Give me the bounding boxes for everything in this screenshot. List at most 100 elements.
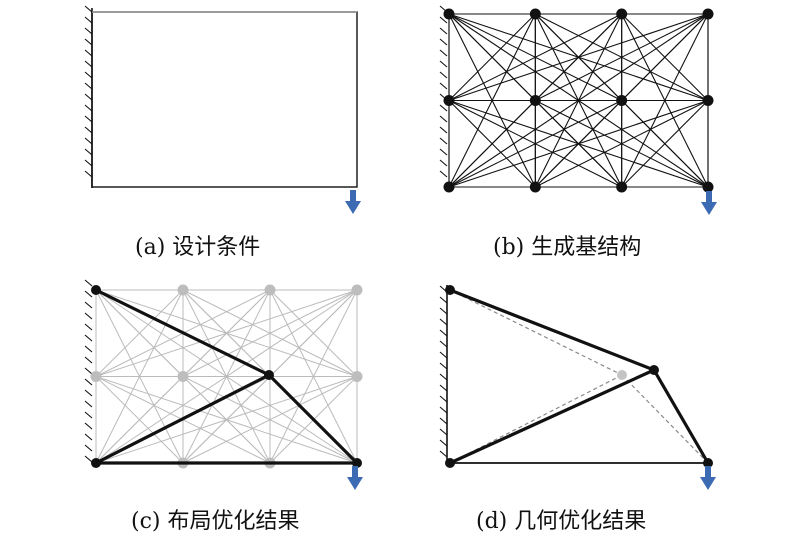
hatch-mark bbox=[439, 329, 448, 337]
design-domain bbox=[91, 11, 358, 188]
wall-hatch-marks bbox=[84, 279, 93, 463]
previous-member bbox=[449, 374, 623, 464]
truss-node bbox=[91, 285, 101, 295]
hatch-mark bbox=[439, 148, 448, 156]
hatch-mark bbox=[439, 439, 448, 447]
caption-panel-d: (d) 几何优化结果 bbox=[476, 509, 647, 534]
hatch-mark bbox=[84, 400, 93, 408]
load-arrow-icon bbox=[700, 466, 716, 490]
truss-member bbox=[652, 368, 710, 465]
hatch-mark bbox=[439, 170, 448, 178]
hatch-mark bbox=[84, 104, 93, 112]
hatch-mark bbox=[439, 362, 448, 370]
ground-member bbox=[448, 13, 709, 102]
arrow-shaft bbox=[706, 191, 712, 203]
ground-member bbox=[95, 289, 358, 377]
hatch-mark bbox=[84, 93, 93, 101]
hatch-mark bbox=[439, 340, 448, 348]
hatch-mark bbox=[439, 417, 448, 425]
ground-node bbox=[351, 371, 363, 382]
arrow-head bbox=[347, 477, 363, 490]
ground-node bbox=[443, 8, 455, 20]
panel-a-design-conditions bbox=[84, 5, 361, 214]
hatch-mark bbox=[84, 126, 93, 134]
arrow-head bbox=[345, 201, 361, 214]
optimized-truss-nodes bbox=[91, 285, 362, 468]
ground-node bbox=[702, 181, 714, 193]
hatch-mark bbox=[439, 428, 448, 436]
ground-structure-nodes bbox=[443, 8, 714, 193]
truss-node bbox=[91, 458, 101, 468]
ground-member bbox=[448, 99, 709, 188]
hatch-mark bbox=[84, 411, 93, 419]
ground-node bbox=[616, 95, 628, 106]
load-arrow-icon bbox=[347, 466, 363, 490]
arrow-head bbox=[701, 202, 717, 215]
hatch-mark bbox=[84, 367, 93, 375]
truss-node bbox=[445, 285, 455, 295]
ground-member bbox=[448, 13, 622, 101]
ground-member bbox=[448, 100, 622, 188]
ground-node bbox=[177, 284, 189, 296]
hatch-mark bbox=[439, 27, 448, 35]
load-arrow-icon bbox=[345, 190, 361, 214]
hatch-mark bbox=[439, 296, 448, 304]
ghost-ground-structure-members bbox=[95, 289, 358, 464]
hatch-mark bbox=[439, 115, 448, 123]
hatch-mark bbox=[439, 82, 448, 90]
hatch-mark bbox=[84, 71, 93, 79]
hatch-mark bbox=[84, 312, 93, 320]
hatch-mark bbox=[439, 450, 448, 458]
panel-b-ground-structure bbox=[439, 5, 717, 215]
hatch-mark bbox=[439, 318, 448, 326]
arrow-shaft bbox=[350, 190, 356, 202]
ground-member bbox=[535, 13, 709, 101]
hatch-mark bbox=[84, 323, 93, 331]
previous-node bbox=[617, 370, 627, 380]
ground-structure-members bbox=[448, 13, 709, 188]
ground-member bbox=[182, 376, 358, 464]
load-arrow-icon bbox=[701, 191, 717, 215]
hatch-mark bbox=[84, 279, 93, 287]
hatch-mark bbox=[439, 38, 448, 46]
hatch-mark bbox=[84, 455, 93, 463]
ground-node bbox=[443, 181, 455, 193]
caption-panel-c: (c) 布局优化结果 bbox=[131, 509, 300, 534]
ground-node bbox=[702, 8, 714, 20]
truss-node bbox=[445, 458, 455, 468]
hatch-mark bbox=[84, 334, 93, 342]
hatch-mark bbox=[84, 49, 93, 57]
hatch-mark bbox=[84, 148, 93, 156]
hatch-mark bbox=[439, 395, 448, 403]
hatch-mark bbox=[84, 5, 93, 13]
panel-d-geometry-optimization bbox=[439, 285, 716, 490]
wall-hatch-marks bbox=[84, 5, 93, 178]
ground-node bbox=[616, 181, 628, 193]
hatch-mark bbox=[84, 345, 93, 353]
wall-support-c bbox=[84, 279, 93, 463]
ground-member bbox=[95, 376, 358, 464]
hatch-mark bbox=[439, 406, 448, 414]
ground-node bbox=[177, 371, 189, 382]
hatch-mark bbox=[84, 60, 93, 68]
truss-member bbox=[448, 288, 656, 372]
optimized-geometry-nodes bbox=[445, 285, 713, 468]
hatch-mark bbox=[84, 290, 93, 298]
previous-member bbox=[449, 289, 623, 376]
hatch-mark bbox=[439, 49, 448, 57]
hatch-mark bbox=[84, 356, 93, 364]
ground-member bbox=[621, 100, 709, 188]
ground-node bbox=[529, 95, 541, 106]
wall-support-d bbox=[439, 285, 448, 465]
hatch-mark bbox=[84, 433, 93, 441]
hatch-mark bbox=[439, 351, 448, 359]
panel-c-layout-optimization bbox=[84, 279, 363, 490]
hatch-mark bbox=[439, 137, 448, 145]
hatch-mark bbox=[84, 137, 93, 145]
ground-node bbox=[702, 95, 714, 106]
hatch-mark bbox=[84, 170, 93, 178]
wall-hatch-marks bbox=[439, 285, 448, 458]
hatch-mark bbox=[439, 104, 448, 112]
hatch-mark bbox=[439, 373, 448, 381]
